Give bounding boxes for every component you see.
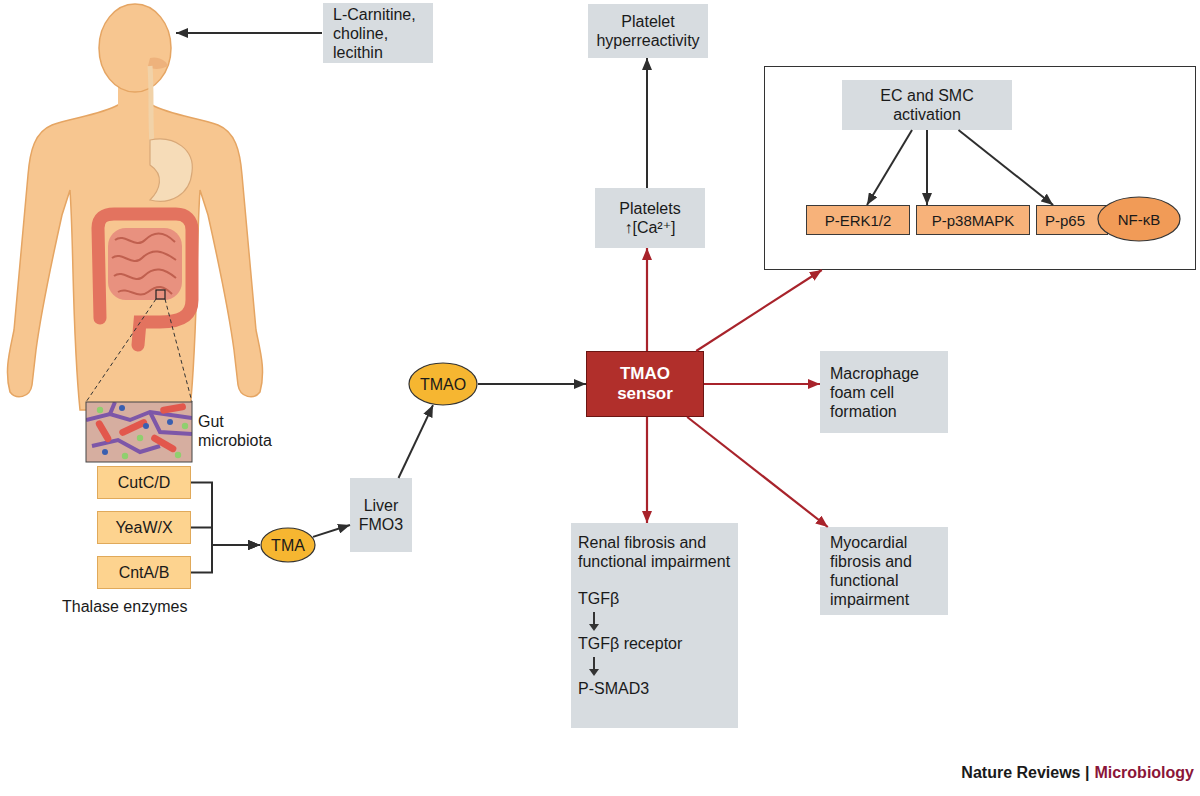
coccus	[97, 407, 103, 413]
body-silhouette	[7, 105, 262, 410]
coccus	[167, 419, 173, 425]
connector-arrow	[704, 383, 820, 385]
node-text: TMAO sensor	[611, 364, 679, 404]
metabolite-ellipse: TMA	[260, 527, 316, 563]
node-text: Renal fibrosis and functional impairment	[578, 533, 734, 571]
rod-bacterium	[95, 419, 113, 443]
group-label: Thalase enzymes	[62, 597, 222, 616]
metabolite-ellipse: TMAO	[408, 362, 478, 406]
signal-box: P-p38MAPK	[916, 205, 1030, 235]
node-text: P-p38MAPK	[932, 211, 1015, 230]
ellipse-shape	[409, 363, 477, 405]
node-text: L-Carnitine, choline, lecithin	[333, 5, 425, 62]
organ-box: Liver FMO3	[350, 478, 412, 552]
zoom-square	[156, 290, 165, 299]
node-text: Platelets ↑[Ca²⁺]	[599, 199, 701, 237]
connector-arrow	[191, 528, 260, 546]
mucus-strand	[150, 412, 192, 434]
connector-arrow	[191, 545, 260, 573]
node-text: TMA	[271, 536, 305, 555]
nutrient-box: L-Carnitine, choline, lecithin	[323, 3, 433, 63]
microbiota-inset	[86, 402, 192, 462]
node-text: Macrophage foam cell formation	[830, 364, 940, 421]
intestine-folds	[112, 233, 176, 294]
node-text: Liver FMO3	[354, 496, 408, 534]
outcome-box: Macrophage foam cell formation	[820, 351, 948, 433]
connector-arrow	[646, 417, 648, 523]
node-text: Platelet hyperreactivity	[592, 12, 704, 50]
node-text: EC and SMC activation	[846, 86, 1008, 124]
journal-name: Nature Reviews |	[961, 764, 1089, 782]
inset-background	[86, 402, 192, 462]
signal-box: P-p65	[1036, 205, 1108, 235]
ellipse-shape	[261, 528, 315, 562]
coccus	[175, 452, 181, 458]
group-frame: EC and SMC activationP-ERK1/2 P-p38MAPK P-…	[764, 66, 1196, 270]
connector-arrow	[478, 383, 586, 385]
node-text: P-SMAD3	[578, 653, 649, 698]
complex-ellipse: NF-κB	[1097, 196, 1181, 242]
process-box: EC and SMC activation	[842, 80, 1012, 130]
inset-frame	[86, 402, 192, 462]
signal-box: P-ERK1/2	[806, 205, 910, 235]
rod-bacterium	[160, 403, 187, 414]
coccus	[143, 423, 149, 429]
connector-arrow	[399, 405, 434, 478]
zoom-line	[86, 299, 156, 402]
coccus	[122, 453, 128, 459]
connector-arrow	[687, 417, 828, 527]
coccus	[182, 423, 188, 429]
head	[99, 4, 171, 92]
node-text: P-p65	[1045, 211, 1085, 230]
journal-section: Microbiology	[1094, 764, 1194, 782]
connector-arrow	[646, 58, 648, 188]
node-text: NF-κB	[1118, 210, 1161, 229]
node-text: P-ERK1/2	[825, 211, 892, 230]
outcome-box: Platelet hyperreactivity	[588, 4, 708, 58]
coccus	[119, 405, 125, 411]
rod-bacterium	[118, 418, 148, 437]
process-box: Platelets ↑[Ca²⁺]	[595, 188, 705, 248]
node-text: CntA/B	[119, 563, 170, 582]
ellipse-shape	[1098, 197, 1180, 241]
intake-arrow	[176, 32, 322, 34]
outcome-box: Renal fibrosis and functional impairment…	[571, 523, 738, 728]
footer-credit: Nature Reviews | Microbiology	[961, 764, 1194, 782]
sensor-box: TMAO sensor	[586, 351, 704, 417]
mucus-strand	[86, 412, 192, 420]
connector-arrow	[646, 248, 648, 351]
connector-arrow	[191, 483, 260, 546]
enzyme-box: CutC/D	[97, 466, 191, 499]
small-intestine	[108, 228, 182, 300]
node-text: TGFβ	[578, 589, 619, 608]
enzyme-box: YeaW/X	[97, 511, 191, 544]
node-text: CutC/D	[118, 473, 170, 492]
node-text: TMAO	[420, 375, 466, 394]
outcome-box: Myocardial fibrosis and functional impai…	[820, 527, 948, 615]
coccus	[102, 449, 108, 455]
stomach	[150, 139, 192, 201]
zoom-line	[165, 299, 192, 402]
node-text: TGFβ receptor	[578, 608, 682, 653]
mucus-strand	[110, 402, 115, 414]
mucus-strand	[92, 440, 160, 452]
enzyme-box: CntA/B	[97, 556, 191, 589]
connector-arrow	[313, 525, 350, 537]
node-text: Myocardial fibrosis and functional impai…	[830, 533, 940, 609]
colon	[98, 214, 192, 345]
coccus	[137, 435, 143, 441]
connector-arrow	[696, 270, 822, 351]
node-text: YeaW/X	[115, 518, 172, 537]
part-label: Gut microbiota	[198, 412, 288, 450]
rod-bacterium	[150, 433, 178, 453]
esophagus	[150, 66, 152, 145]
